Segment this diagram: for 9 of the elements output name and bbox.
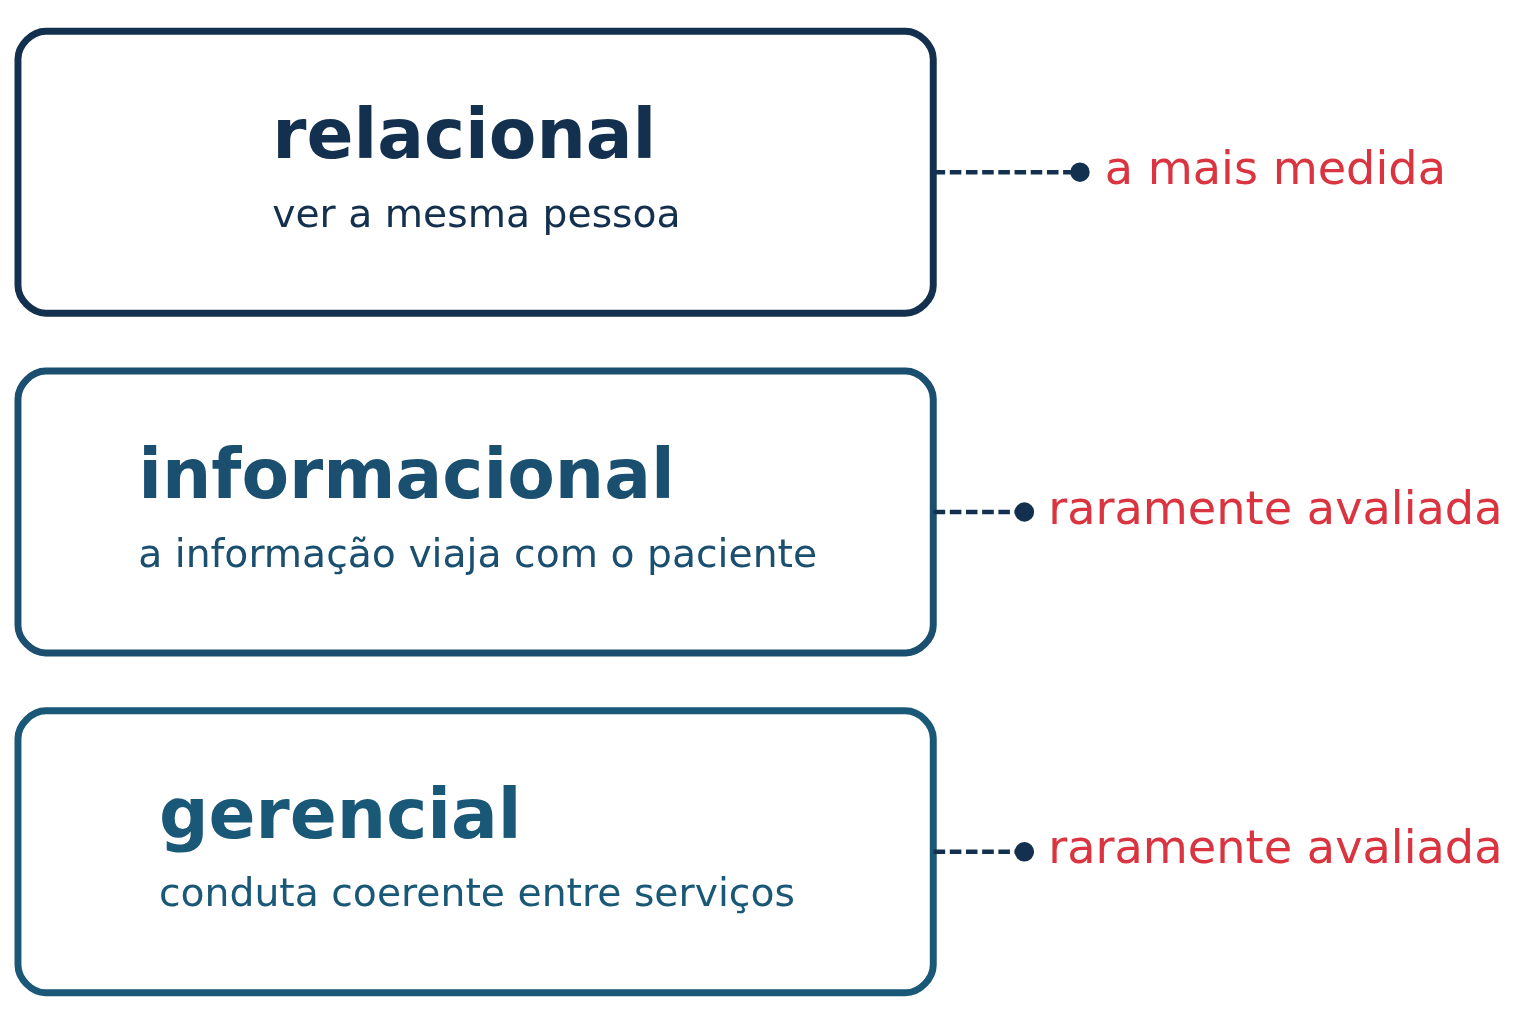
- node-text: a mais medida: [1104, 140, 1446, 195]
- connector: [933, 502, 1035, 522]
- node-box: informacional a informação viaja com o paciente: [14, 367, 937, 657]
- node-box: gerencial conduta coerente entre serviços: [14, 707, 937, 997]
- node-text: raramente avaliada: [1048, 480, 1503, 535]
- node-text: raramente avaliada: [1048, 820, 1503, 875]
- node-box: relacional ver a mesma pessoa: [14, 27, 937, 317]
- connector: [933, 162, 1090, 182]
- connector: [933, 842, 1035, 862]
